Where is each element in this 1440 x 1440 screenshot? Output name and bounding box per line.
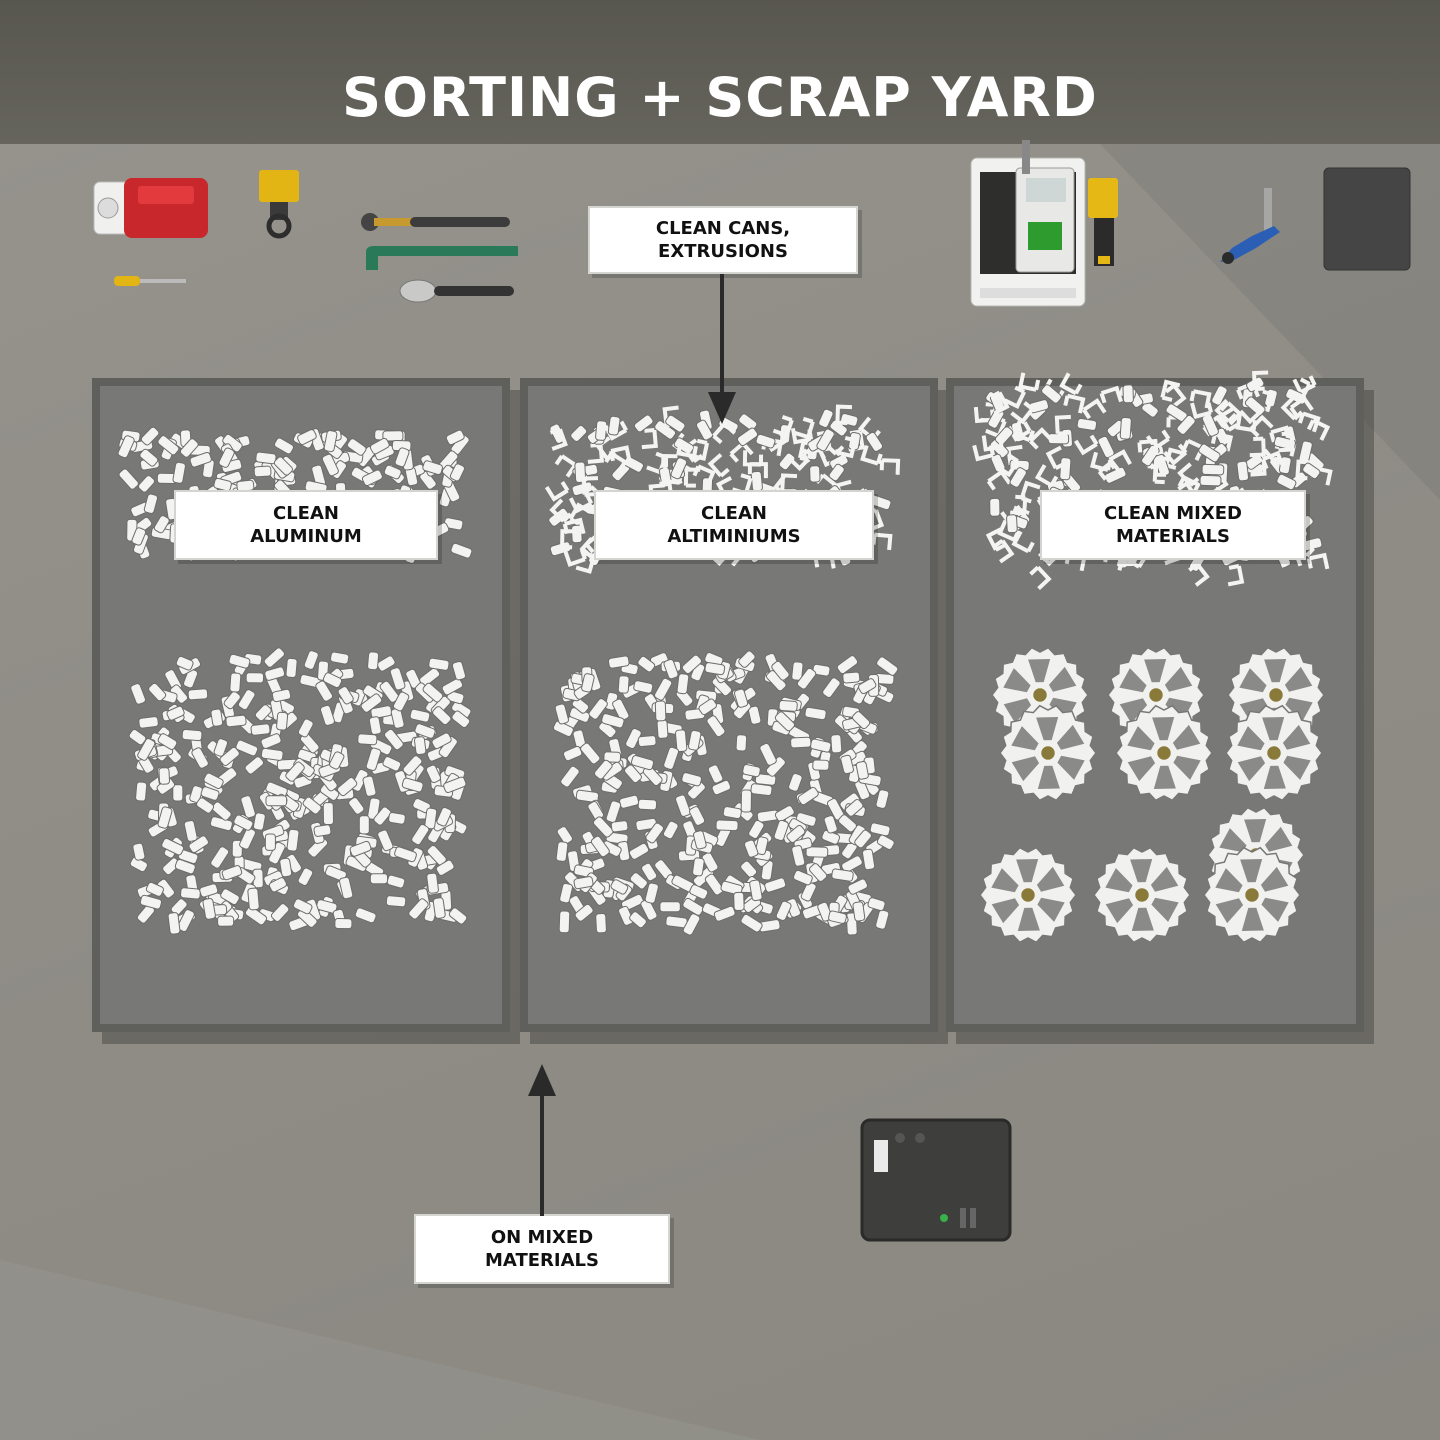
callout-top: CLEAN CANS, EXTRUSIONS	[588, 206, 858, 274]
clamp-icon[interactable]	[256, 168, 302, 240]
control-box-icon[interactable]	[860, 1118, 1012, 1242]
scrap-pile	[128, 647, 472, 935]
wrench-icon[interactable]	[358, 210, 518, 234]
screwdriver-icon[interactable]	[112, 273, 188, 289]
pliers-icon[interactable]	[396, 276, 518, 306]
arrow-down-icon	[708, 274, 736, 424]
wheel-pile	[979, 646, 1325, 944]
arrow-up-icon	[528, 1064, 556, 1216]
scrap-pile	[552, 650, 899, 936]
fuel-can-icon[interactable]	[88, 172, 213, 244]
page-title: SORTING + SCRAP YARD	[342, 66, 1098, 129]
bin-label: CLEAN MIXED MATERIALS	[1040, 490, 1306, 560]
yellow-device-icon[interactable]	[1086, 176, 1120, 270]
crowbar-icon[interactable]	[358, 240, 524, 276]
dark-crate-icon[interactable]	[1322, 166, 1414, 274]
bin-label: CLEAN ALTIMINIUMS	[594, 490, 874, 560]
blue-torch-icon[interactable]	[1212, 184, 1292, 266]
title-bar: SORTING + SCRAP YARD	[0, 0, 1440, 144]
callout-bottom: ON MIXED MATERIALS	[414, 1214, 670, 1284]
bin-label: CLEAN ALUMINUM	[174, 490, 438, 560]
scanner-machine-icon[interactable]	[968, 138, 1090, 310]
